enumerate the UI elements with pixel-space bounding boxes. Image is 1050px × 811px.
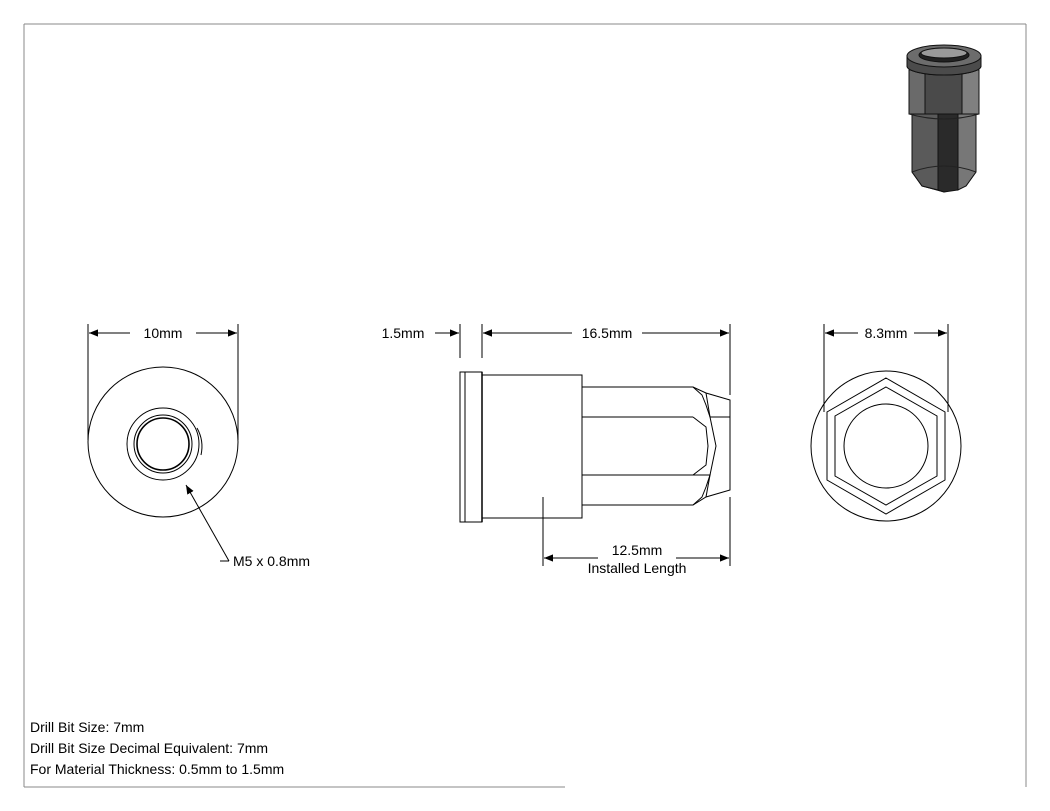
end-view [810, 370, 962, 522]
front-view [87, 366, 239, 518]
thread-leader [185, 484, 230, 562]
installed-length-dimension [542, 497, 731, 566]
drawing-frame [23, 23, 1027, 788]
hex-inner [834, 386, 938, 506]
hex-outer [826, 377, 946, 515]
overall-length-dimension [483, 324, 731, 395]
thread-callout-label: M5 x 0.8mm [233, 553, 310, 569]
installed-length-value: 12.5mm [612, 542, 663, 558]
flange-thickness-label: 1.5mm [382, 325, 425, 341]
front-diameter-label: 10mm [144, 325, 183, 341]
flange-thickness-dimension [435, 324, 507, 358]
rivet-nut-isometric-icon [906, 44, 982, 193]
front-diameter-dimension [87, 324, 239, 440]
bore-outer [126, 407, 200, 481]
note-material-thickness: For Material Thickness: 0.5mm to 1.5mm [30, 761, 285, 777]
hex-width-label: 8.3mm [865, 325, 908, 341]
note-drill-bit-decimal: Drill Bit Size Decimal Equivalent: 7mm [30, 740, 269, 756]
overall-length-label: 16.5mm [582, 325, 633, 341]
note-drill-bit-size: Drill Bit Size: 7mm [30, 719, 145, 735]
flange-outline [87, 366, 239, 518]
specification-notes: Drill Bit Size: 7mm Drill Bit Size Decim… [30, 717, 284, 780]
end-bore [843, 403, 929, 489]
hex-width-dimension [823, 324, 949, 412]
thread-circle [133, 414, 193, 474]
installed-length-caption: Installed Length [588, 560, 687, 576]
end-flange-outline [810, 370, 962, 522]
thread-minor [136, 417, 190, 471]
side-view [459, 371, 731, 523]
